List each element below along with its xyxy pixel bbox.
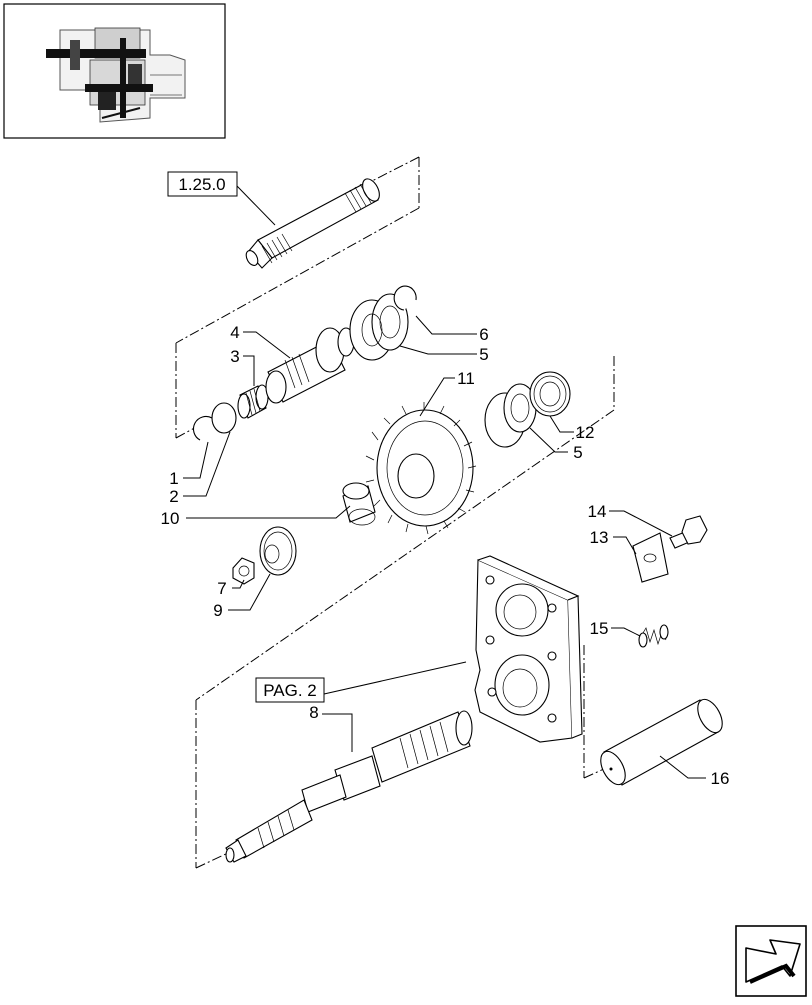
ref-box-1-25-0[interactable]: 1.25.0 <box>167 171 276 226</box>
callout-13: 13 <box>590 528 609 547</box>
gearbox-section-thumbnail-icon <box>46 27 186 123</box>
input-shaft-1-25-0 <box>245 178 380 269</box>
spacer-10 <box>342 482 376 526</box>
callout-2: 2 <box>169 487 178 506</box>
callout-leaders <box>183 315 706 779</box>
bearing-9 <box>259 526 297 576</box>
callout-16: 16 <box>711 769 730 788</box>
callout-5-upper: 5 <box>479 345 488 364</box>
callout-4: 4 <box>230 323 239 342</box>
output-shaft-8 <box>225 710 473 863</box>
ring-2 <box>211 402 237 434</box>
circlip-1 <box>192 415 213 441</box>
needle-bearing-3 <box>237 384 269 419</box>
callout-8: 8 <box>309 703 318 722</box>
flange-housing <box>474 555 583 743</box>
callout-labels: 1 2 3 4 5 5 6 7 8 9 10 11 12 13 14 15 16 <box>161 323 730 788</box>
callout-3: 3 <box>230 347 239 366</box>
next-page-button[interactable] <box>735 925 807 997</box>
bearing-5-lower <box>484 383 537 448</box>
ref-box-1-25-0-label: 1.25.0 <box>178 175 225 194</box>
ref-box-pag-2[interactable]: PAG. 2 <box>255 661 467 703</box>
callout-11: 11 <box>457 369 475 388</box>
ref-box-pag-2-label: PAG. 2 <box>263 681 317 700</box>
circlip-6 <box>393 285 417 311</box>
spring-15 <box>638 624 669 648</box>
pinion-4 <box>265 327 355 404</box>
thumbnail-panel[interactable] <box>3 3 226 139</box>
callout-12: 12 <box>576 423 595 442</box>
next-page-arrow-icon <box>745 939 801 984</box>
callout-10: 10 <box>161 509 180 528</box>
bearing-12 <box>529 371 571 417</box>
callout-9: 9 <box>213 601 222 620</box>
gear-11 <box>365 402 477 535</box>
callout-14: 14 <box>588 502 607 521</box>
callout-7: 7 <box>217 579 226 598</box>
callout-6: 6 <box>479 325 488 344</box>
bolt-14 <box>669 515 708 549</box>
callout-5-lower: 5 <box>573 443 582 462</box>
nut-7 <box>232 557 255 585</box>
washer-13 <box>632 532 669 583</box>
callout-1: 1 <box>169 469 178 488</box>
callout-15: 15 <box>590 619 609 638</box>
pin-16 <box>600 698 723 786</box>
